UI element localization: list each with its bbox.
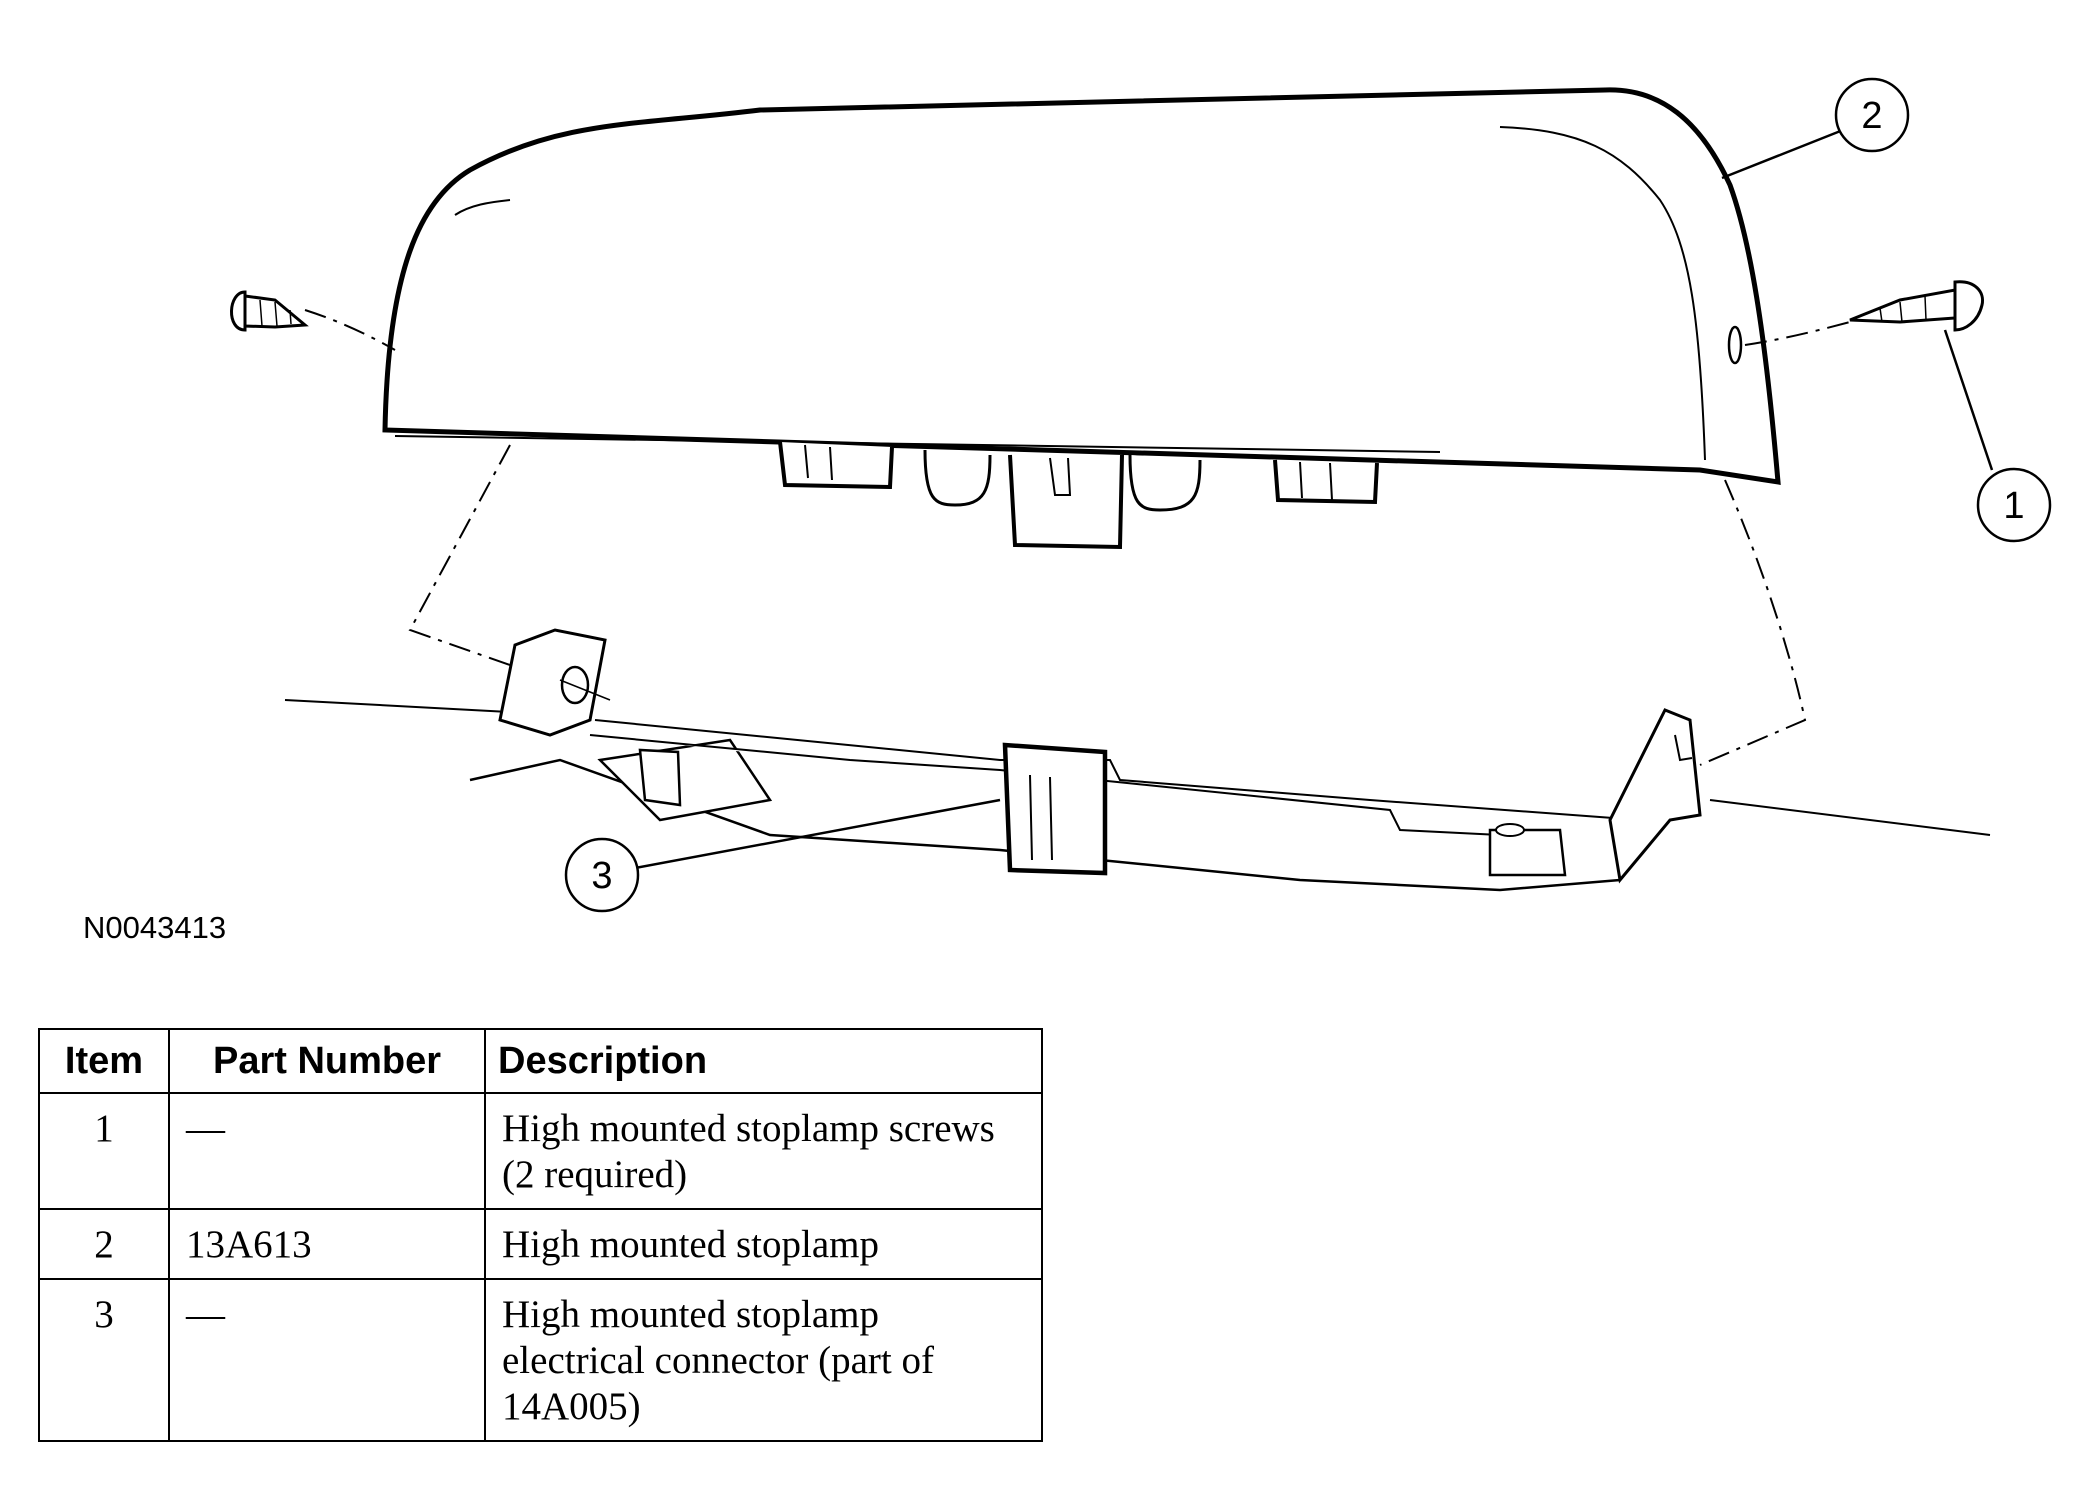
table-row: 2 13A613 High mounted stoplamp	[38, 1208, 1043, 1280]
alignment-dashed-lines	[304, 309, 1851, 766]
svg-text:2: 2	[1861, 95, 1882, 137]
svg-text:1: 1	[2003, 485, 2024, 527]
left-screw	[230, 290, 309, 332]
header-item: Item	[38, 1028, 170, 1094]
table-header-row: Item Part Number Description	[38, 1028, 1043, 1094]
mounting-base	[284, 628, 1991, 892]
parts-table: Item Part Number Description 1 — High mo…	[38, 1028, 1043, 1442]
svg-text:3: 3	[591, 855, 612, 897]
row-description: High mounted stoplamp electrical connect…	[484, 1278, 1043, 1442]
callout-1: 1	[1976, 467, 2052, 543]
callout-3: 3	[564, 837, 640, 913]
row-part-number: —	[168, 1092, 486, 1210]
row-item: 1	[38, 1092, 170, 1210]
callout-leaders	[634, 128, 1994, 870]
table-row: 1 — High mounted stoplamp screws (2 requ…	[38, 1092, 1043, 1210]
row-item: 3	[38, 1278, 170, 1442]
row-description: High mounted stoplamp screws (2 required…	[484, 1092, 1043, 1210]
stoplamp-housing	[382, 87, 1781, 485]
row-item: 2	[38, 1208, 170, 1280]
header-description: Description	[484, 1028, 1043, 1094]
row-description: High mounted stoplamp	[484, 1208, 1043, 1280]
stoplamp-exploded-diagram: 1 2 3	[230, 77, 2052, 913]
right-screw	[1849, 280, 1985, 332]
callout-2: 2	[1834, 77, 1910, 153]
table-row: 3 — High mounted stoplamp electrical con…	[38, 1278, 1043, 1442]
figure-id: N0043413	[83, 910, 227, 945]
housing-bottom-features	[778, 441, 1379, 550]
row-part-number: —	[168, 1278, 486, 1442]
row-part-number: 13A613	[168, 1208, 486, 1280]
header-part-number: Part Number	[168, 1028, 486, 1094]
